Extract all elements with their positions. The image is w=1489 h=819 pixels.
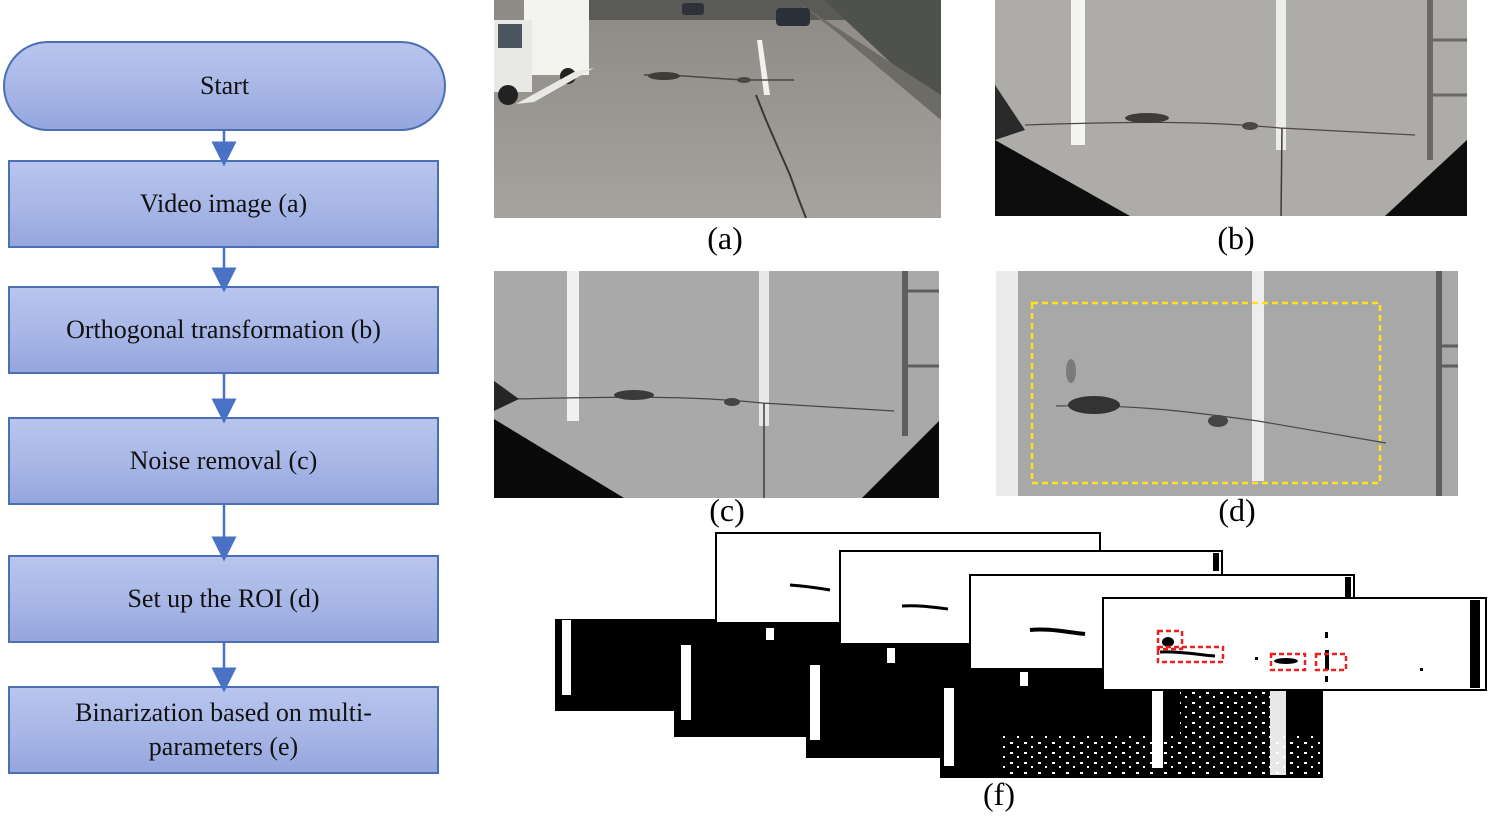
flow-start: Start xyxy=(3,41,446,131)
panel-b-caption: (b) xyxy=(1217,220,1255,256)
panel-f-caption: (f) xyxy=(983,776,1015,812)
flow-arrows xyxy=(211,131,237,693)
flow-step-noise-removal: Noise removal (c) xyxy=(8,417,439,505)
roi-box xyxy=(1030,301,1382,485)
detection-box xyxy=(1156,645,1225,664)
flow-step-video-image: Video image (a) xyxy=(8,160,439,248)
detection-box xyxy=(1269,652,1307,672)
detection-box xyxy=(1314,652,1348,672)
panel-d-caption: (d) xyxy=(1218,492,1256,528)
panel-a-caption: (a) xyxy=(707,220,743,256)
panel-d-roi-image xyxy=(996,271,1458,496)
flow-start-label: Start xyxy=(199,71,250,100)
flow-step-label: Set up the ROI (d) xyxy=(127,584,320,613)
panel-b-orthogonal-image xyxy=(995,0,1467,216)
flow-step-label: Noise removal (c) xyxy=(129,446,318,475)
flow-step-binarization: Binarization based on multi-parameters (… xyxy=(8,686,439,774)
panel-f-binarization-stack xyxy=(555,532,1487,778)
flow-step-label: Video image (a) xyxy=(139,189,308,218)
flow-step-orthogonal-transformation: Orthogonal transformation (b) xyxy=(8,286,439,374)
binary-frame-detected xyxy=(1102,597,1487,691)
panel-c-caption: (c) xyxy=(709,492,745,528)
panel-a-video-image xyxy=(494,0,941,218)
flow-step-label: Binarization based on multi-parameters (… xyxy=(75,698,372,761)
panel-c-noise-removal-image xyxy=(494,271,939,498)
flow-step-label: Orthogonal transformation (b) xyxy=(66,315,381,344)
detection-box xyxy=(1156,629,1184,651)
